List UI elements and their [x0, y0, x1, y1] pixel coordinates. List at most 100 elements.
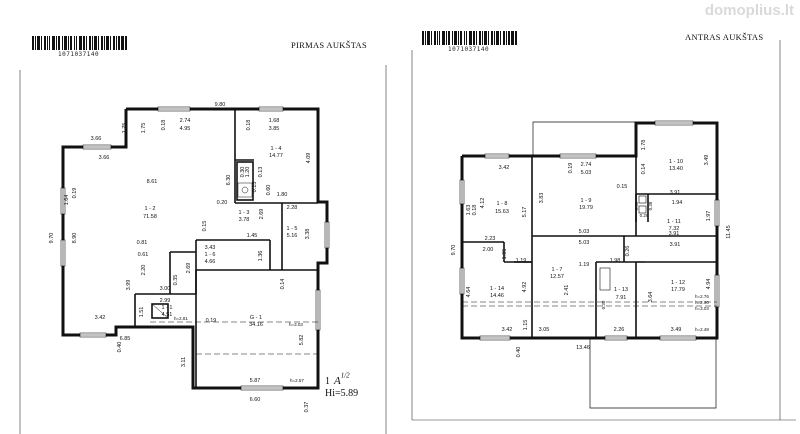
dim-label: 0.40 [516, 347, 522, 358]
dim-label: 1.19 [516, 258, 527, 264]
height-label: h=3.03 [289, 322, 303, 327]
dim-label: 2.69 [259, 209, 265, 220]
section-lines [150, 321, 318, 355]
room-area: 12.57 [550, 274, 564, 280]
dim-label: 0.60 [266, 185, 272, 196]
dim-label: 2.69 [186, 263, 192, 274]
dim-label: 0.15 [617, 184, 628, 190]
room-area: 71.58 [143, 214, 157, 220]
first-floor-plan: 9.80 2.74 4.95 1.68 3.85 3.66 3.66 1.75 … [19, 65, 387, 434]
dim-label: 1.75 [141, 123, 147, 134]
room-area: 4.66 [205, 259, 216, 265]
dim-label: 0.61 [138, 252, 149, 258]
room-area: 5.16 [287, 233, 298, 239]
dim-label: 0.19 [568, 163, 574, 174]
dim-label: 0.14 [641, 164, 647, 175]
inner-walls [462, 156, 717, 338]
dim-label: 1.20 [245, 167, 251, 178]
dim-label: 2.23 [485, 236, 496, 242]
dim-label: 1.98 [610, 258, 621, 264]
dim-label: 3.99 [126, 280, 132, 291]
stair-symbols [151, 182, 253, 319]
dim-label: 0.15 [202, 221, 208, 232]
dim-label: 1.75 [122, 123, 128, 134]
room-area: 14.77 [269, 153, 283, 159]
room-label: 1 - 9 [580, 198, 591, 204]
height-label: h=2.57 [290, 378, 304, 383]
second-floor-sheet: domoplius.lt 1071037140 ANTRAS AUKŠTAS [400, 0, 800, 434]
dim-label: 8.90 [72, 233, 78, 244]
room-area: 13.40 [669, 166, 683, 172]
dim-label: 3.38 [305, 229, 311, 240]
room-label: 1 - 4 [270, 146, 281, 152]
room-label: 1 - 14 [490, 286, 504, 292]
dim-label: 2.99 [160, 298, 171, 304]
dim-label: 2.20 [141, 265, 147, 276]
barcode-number-second: 1071037140 [448, 46, 490, 53]
room-area: 7.91 [616, 295, 627, 301]
windows [60, 106, 330, 391]
room-label: 1 - 13 [614, 287, 628, 293]
room-area: 19.79 [579, 205, 593, 211]
dim-label: 0.37 [304, 402, 310, 413]
barcode-number-first: 1071037140 [58, 51, 100, 58]
dim-label: 1.63 [466, 205, 472, 216]
dim-label: 9.70 [451, 245, 457, 256]
dim-label: 8.61 [147, 179, 158, 185]
dim-label: 2.74 [581, 162, 592, 168]
dim-label: 1.05 [502, 249, 508, 260]
dim-label: 3.00 [160, 286, 171, 292]
dim-label: 0.15 [252, 182, 258, 193]
dim-label: 5.03 [579, 229, 590, 235]
dim-label: 13.46 [576, 345, 590, 351]
scale-ratio: 1/2 [340, 371, 350, 380]
dim-label: 4.64 [466, 287, 472, 298]
dim-label: 5.03 [581, 170, 592, 176]
room-label: 1 - 10 [669, 159, 683, 165]
dim-label: 0.58 [634, 201, 639, 210]
height-label: h=2.90 [695, 300, 709, 305]
inner-walls [134, 109, 318, 388]
height-label: h=2.76 [695, 294, 709, 299]
dim-label: 0.19 [72, 188, 78, 199]
room-label: 1 - 1 [161, 305, 172, 311]
dim-label: 2.00 [483, 247, 494, 253]
dim-label: 4.09 [306, 153, 312, 164]
room-label: G - 1 [250, 315, 262, 321]
dim-label: 3.42 [502, 327, 513, 333]
section-lines [462, 301, 717, 307]
dim-label: 2.26 [614, 327, 625, 333]
barcode-first [32, 36, 127, 50]
dim-label: 3.91 [669, 231, 680, 237]
dim-label: 3.43 [205, 245, 216, 251]
dim-label: 5.82 [299, 335, 305, 346]
windows [459, 120, 720, 341]
barcode-second [422, 31, 517, 45]
outer-walls [61, 107, 329, 390]
dim-label: 4.95 [180, 126, 191, 132]
room-area: 4.51 [162, 312, 173, 318]
room-area: 7.32 [669, 226, 680, 232]
dim-label: 0.81 [137, 240, 148, 246]
dim-label: 9.80 [215, 102, 226, 108]
dim-label: 1.15 [523, 320, 529, 331]
room-label: 1 - 2 [144, 206, 155, 212]
dim-label: 1.78 [641, 140, 647, 151]
dim-label: 3.64 [648, 292, 654, 303]
dim-label: 3.83 [539, 193, 545, 204]
room-label: 1 - 3 [238, 210, 249, 216]
height-label: h=3.03 [695, 306, 709, 311]
dim-label: 1.36 [258, 251, 264, 262]
dim-label: 3.85 [269, 126, 280, 132]
room-label: 1 - 5 [286, 226, 297, 232]
page-frame [411, 40, 796, 421]
room-label: 1 - 6 [204, 252, 215, 258]
room-area: 3.78 [239, 217, 250, 223]
room-label: 1 - 11 [667, 219, 681, 225]
room-label: 1 - 12 [671, 280, 685, 286]
dim-label: 3.49 [671, 327, 682, 333]
scale-legend: 1 A1/2 Hi=5.89 [325, 372, 358, 399]
dim-label: 0.18 [246, 120, 252, 131]
dim-label: 11.45 [726, 225, 732, 238]
dim-label: 6.60 [250, 397, 261, 403]
